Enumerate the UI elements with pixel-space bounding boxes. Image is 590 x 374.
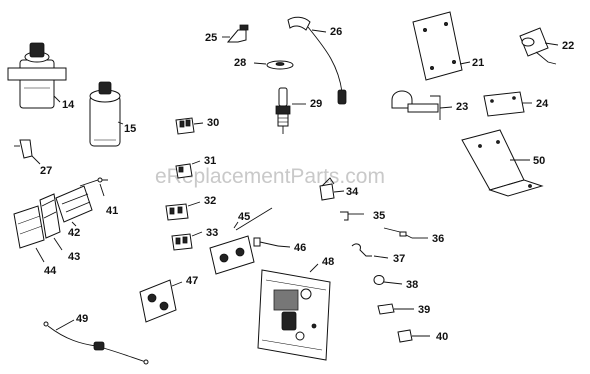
part-21-plate[interactable] bbox=[412, 11, 463, 81]
callout-31: 31 bbox=[204, 155, 216, 167]
callout-35: 37 bbox=[393, 253, 405, 265]
part-25-plate[interactable] bbox=[483, 91, 525, 117]
part-37-clip[interactable] bbox=[373, 275, 385, 285]
part-22-clamp[interactable] bbox=[519, 27, 557, 65]
callout-14: 14 bbox=[62, 99, 75, 111]
part-32-connector[interactable] bbox=[165, 203, 189, 221]
callout-44: 28 bbox=[234, 57, 246, 69]
callout-50: 49 bbox=[76, 313, 88, 325]
part-15-coil[interactable] bbox=[89, 81, 121, 147]
callout-48: 48 bbox=[322, 256, 334, 268]
callout-21: 21 bbox=[472, 57, 484, 69]
callout-38: 39 bbox=[418, 304, 430, 316]
callout-34: 35 bbox=[373, 210, 385, 222]
part-35-spring-clip[interactable] bbox=[351, 243, 372, 257]
part-31-connector[interactable] bbox=[175, 163, 193, 179]
callout-42: 43 bbox=[68, 251, 80, 263]
part-40-wire[interactable] bbox=[79, 177, 108, 187]
part-26-spark-plug-lead[interactable] bbox=[287, 16, 347, 105]
part-27-fuse-holder[interactable] bbox=[319, 177, 335, 201]
callout-33: 33 bbox=[206, 227, 218, 239]
callout-37: 38 bbox=[406, 279, 418, 291]
callout-32: 32 bbox=[204, 195, 216, 207]
part-38-clip[interactable] bbox=[377, 303, 395, 315]
callout-40: 41 bbox=[106, 205, 118, 217]
part-44-washer[interactable] bbox=[266, 60, 294, 70]
callout-29: 25 bbox=[205, 32, 217, 44]
part-48-control-panel[interactable] bbox=[257, 269, 331, 361]
part-28-spark-plug[interactable] bbox=[275, 87, 291, 134]
part-14-ignition-coil[interactable] bbox=[7, 42, 67, 109]
part-30-connector[interactable] bbox=[175, 117, 195, 135]
callout-27: 34 bbox=[346, 186, 359, 198]
callout-22: 22 bbox=[562, 40, 574, 52]
callout-47: 47 bbox=[186, 275, 198, 287]
watermark: eReplacementParts.com bbox=[155, 165, 385, 188]
part-34-terminal[interactable] bbox=[340, 211, 356, 221]
part-23-bracket[interactable] bbox=[391, 90, 441, 120]
part-39-clip[interactable] bbox=[397, 329, 413, 343]
callout-25: 24 bbox=[536, 98, 549, 110]
callout-26: 26 bbox=[330, 26, 342, 38]
callout-36: 36 bbox=[432, 233, 444, 245]
callout-30: 30 bbox=[207, 117, 219, 129]
callout-28: 29 bbox=[310, 98, 322, 110]
part-50-lead-wire[interactable] bbox=[43, 321, 149, 365]
part-41-bracket[interactable] bbox=[55, 185, 93, 223]
callout-43: 44 bbox=[44, 265, 57, 277]
callout-15: 15 bbox=[124, 123, 136, 135]
callout-46: 46 bbox=[294, 242, 306, 254]
part-29-spark-plug-boot[interactable] bbox=[226, 24, 249, 43]
part-43-regulator[interactable] bbox=[13, 205, 45, 249]
part-33-connector[interactable] bbox=[171, 233, 193, 251]
part-24-terminal[interactable] bbox=[14, 139, 33, 159]
callout-49: 50 bbox=[533, 155, 545, 167]
part-47-terminal-block[interactable] bbox=[139, 279, 177, 323]
callout-39: 40 bbox=[436, 331, 448, 343]
part-49-bracket[interactable] bbox=[461, 129, 544, 197]
callout-45: 45 bbox=[238, 211, 250, 223]
part-42-rectifier[interactable] bbox=[39, 193, 61, 239]
part-46-screw[interactable] bbox=[253, 237, 279, 247]
callout-41: 42 bbox=[68, 227, 80, 239]
part-36-wire-terminal[interactable] bbox=[383, 227, 413, 239]
callout-24: 27 bbox=[40, 165, 52, 177]
callout-23: 23 bbox=[456, 101, 468, 113]
part-45-terminal-block[interactable] bbox=[209, 207, 273, 275]
